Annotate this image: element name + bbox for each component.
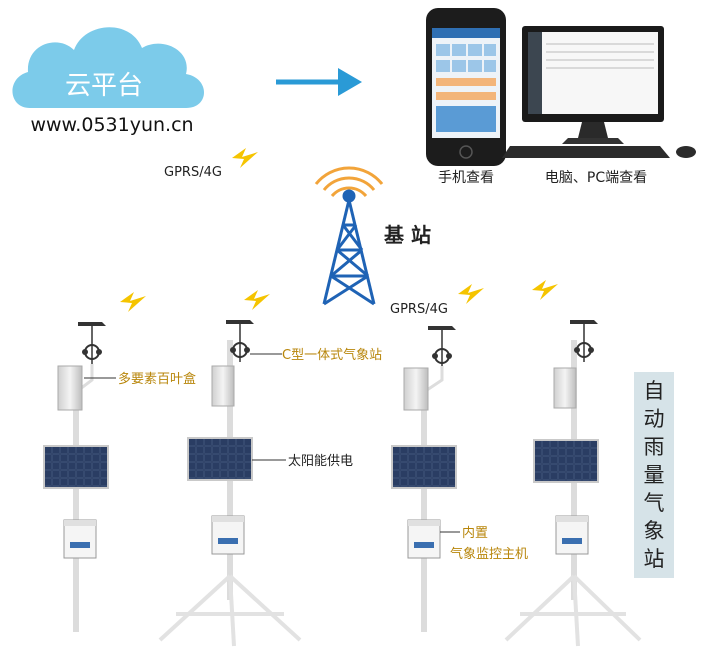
weather-station-2: [158, 319, 302, 647]
side-title-char: 象: [644, 519, 665, 543]
desktop-pc: 电脑、PC端查看: [502, 26, 696, 186]
side-title-char: 自: [644, 379, 665, 403]
side-title-char: 站: [644, 547, 665, 571]
shutter-box-icon: [553, 367, 577, 409]
cloud-label: 云平台: [65, 71, 143, 101]
callout-multi-shutter: 多要素百叶盒: [84, 371, 196, 387]
cloud-icon: [12, 27, 204, 108]
solar-panel-icon: [533, 439, 599, 483]
arrow-to-devices: [276, 68, 362, 96]
solar-panel-icon: [187, 437, 253, 481]
side-title: 自 动 雨 量 气 象 站: [634, 372, 674, 578]
smartphone: 手机查看: [426, 8, 506, 186]
shutter-box-icon: [403, 367, 429, 411]
callout-solar: 太阳能供电: [252, 454, 353, 469]
arrow-head-icon: [338, 68, 362, 96]
callout-controller-line2: 气象监控主机: [450, 546, 528, 562]
shutter-box-icon: [211, 365, 235, 407]
tower-icon: [322, 189, 376, 306]
weather-station-1: [43, 321, 109, 632]
network-label-top: GPRS/4G: [164, 165, 222, 180]
side-title-char: 气: [644, 491, 665, 515]
side-title-char: 动: [644, 407, 665, 431]
pc-label: 电脑、PC端查看: [545, 170, 647, 186]
callout-controller-line1: 内置: [462, 525, 488, 541]
cloud-platform: 云平台 www.0531yun.cn: [12, 27, 204, 136]
signal-bolt-icon: [532, 280, 558, 300]
phone-label: 手机查看: [438, 170, 494, 186]
weather-station-3: [391, 325, 457, 632]
home-button-icon: [459, 145, 473, 159]
side-title-char: 量: [644, 463, 665, 487]
radio-wave-icon: [314, 166, 384, 198]
signal-bolt-icon: [458, 284, 484, 304]
control-box-icon: [63, 519, 97, 559]
callout-multi-shutter-text: 多要素百叶盒: [118, 371, 196, 387]
cloud-url: www.0531yun.cn: [30, 114, 193, 136]
tripod-icon: [504, 574, 642, 647]
mouse-icon: [676, 146, 696, 158]
solar-panel-icon: [391, 445, 457, 489]
signal-bolt-icon: [120, 292, 146, 312]
signal-bolt-icon: [244, 290, 270, 310]
weather-station-4: [504, 319, 642, 647]
control-box-icon: [555, 515, 589, 555]
solar-panel-icon: [43, 445, 109, 489]
shutter-box-icon: [57, 365, 83, 411]
callout-controller: 内置 气象监控主机: [440, 525, 528, 562]
base-station-label: 基 站: [384, 223, 431, 247]
tripod-icon: [158, 574, 302, 647]
control-box-icon: [211, 515, 245, 555]
base-station-tower: 基 站: [314, 166, 431, 306]
network-label-bottom: GPRS/4G: [390, 302, 448, 317]
control-box-icon: [407, 519, 441, 559]
callout-c-type-station-text: C型一体式气象站: [282, 347, 382, 363]
signal-bolt-icon: [232, 148, 258, 168]
side-title-char: 雨: [644, 435, 665, 459]
callout-solar-text: 太阳能供电: [288, 454, 353, 469]
callout-c-type-station: C型一体式气象站: [250, 347, 382, 363]
keyboard-icon: [502, 146, 670, 158]
